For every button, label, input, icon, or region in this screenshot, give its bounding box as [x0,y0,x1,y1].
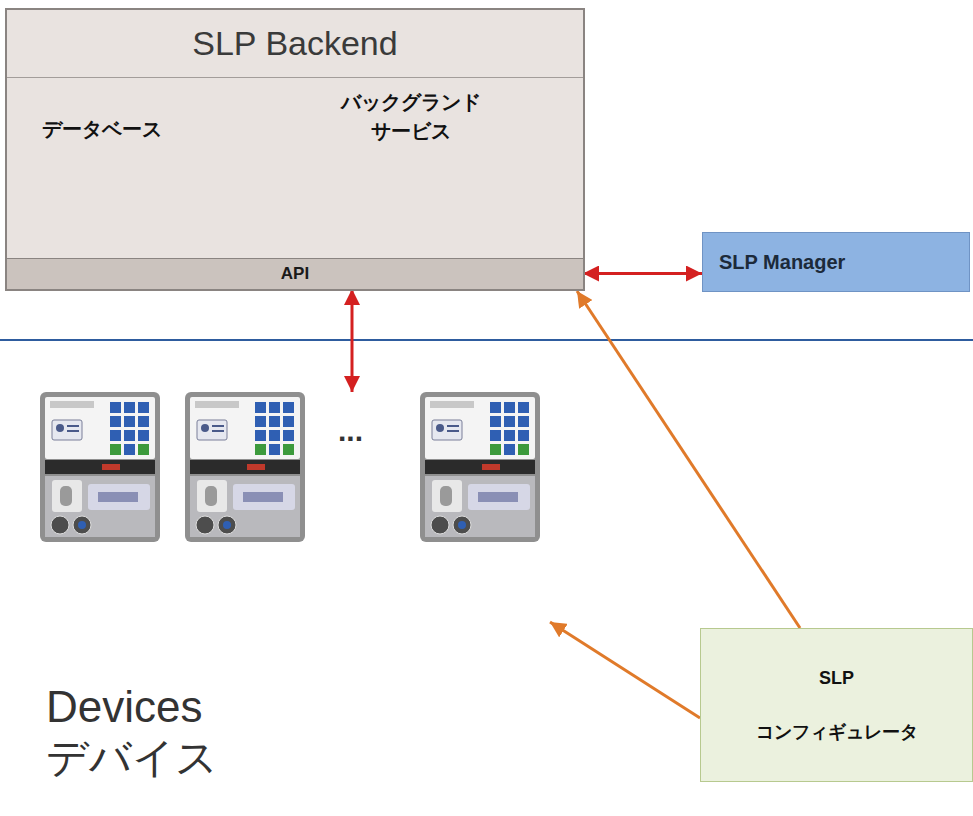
device-group: Devicesデバイス... [40,392,550,802]
flow-arrow [583,272,702,275]
api-band: API [7,258,583,289]
manager-box: SLP Manager [702,232,970,292]
band-label: API [281,264,309,284]
text-slot: SLP Backend [7,10,583,78]
ellipsis-mark: ... [338,414,363,448]
backend-box: SLP BackendAPI データベース バックグランド サービス [5,8,585,291]
box-label: SLP Manager [719,251,845,274]
text-slot: SLP Manager [719,233,845,291]
divider-line [0,339,973,341]
part-name: バックグランド サービス [325,88,497,146]
device-picture [185,392,305,542]
flow-arrow [351,289,354,392]
group-label: Devices [46,682,218,733]
label-slot: データベース [42,116,162,143]
label-slot: バックグランド サービス [325,88,497,146]
text-slot: API [7,259,583,289]
configurator-box: SLP コンフィギュレータ [700,628,973,782]
flow-arrow [550,622,700,718]
group-label: デバイス [46,733,218,783]
text-slot: Devicesデバイス [46,682,218,783]
flow-arrow [577,291,800,628]
part-name: データベース [42,116,162,143]
box-label: SLP コンフィギュレータ [749,651,925,759]
text-slot: SLP コンフィギュレータ [701,629,972,781]
device-picture [420,392,540,542]
label-slot: ... [338,414,363,448]
device-picture [40,392,160,542]
box-title: SLP Backend [192,24,397,63]
